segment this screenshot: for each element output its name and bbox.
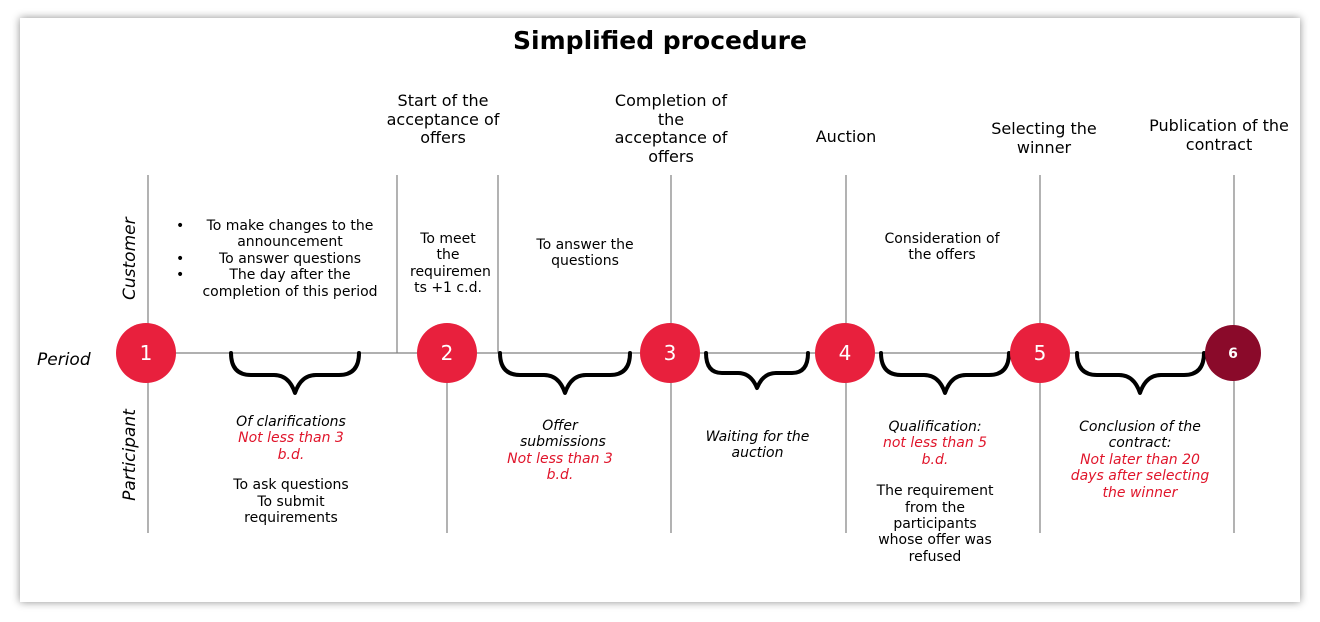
customer-stage3-text: To answer the questions <box>536 237 634 270</box>
milestone-selecting-winner: Selecting the winner <box>991 119 1097 157</box>
timeline-node-label: 6 <box>1228 346 1238 362</box>
participant-stage3: Waiting for the auction <box>695 429 820 462</box>
stage-duration: Not less than 3 b.d. <box>238 430 344 463</box>
stage-name: Of clarifications <box>236 414 346 430</box>
stage-name: Waiting for the auction <box>705 429 810 462</box>
brace-conclusion <box>1075 351 1206 395</box>
timeline-node-1 <box>116 323 176 383</box>
timeline-node-label: 5 <box>1034 341 1047 365</box>
brace-offer-submissions <box>498 351 632 395</box>
stage-actions: The requirement from the participants wh… <box>876 483 994 565</box>
stage-name: Qualification: <box>888 419 982 435</box>
participant-stage2: Offer submissions Not less than 3 b.d. <box>500 418 620 484</box>
milestone-completion-acceptance: Completion of the acceptance of offers <box>614 91 728 167</box>
row-label-participant: Participant <box>120 409 140 501</box>
participant-stage4: Qualification: not less than 5 b.d. The … <box>870 419 1000 565</box>
timeline-node-5 <box>1010 323 1070 383</box>
milestone-auction: Auction <box>815 127 877 146</box>
timeline-node-6 <box>1205 325 1261 381</box>
stage-name: Conclusion of the contract: <box>1079 419 1201 452</box>
customer-stage1-item: To make changes to the announcement <box>176 218 390 251</box>
brace-waiting <box>704 351 810 390</box>
brace-clarifications <box>229 351 361 395</box>
stage-name: Offer submissions <box>520 418 606 451</box>
customer-stage2-text: To meet the requiremen ts +1 c.d. <box>410 231 491 297</box>
timeline-node-label: 4 <box>839 341 852 365</box>
customer-stage1-list: To make changes to the announcement To a… <box>176 218 390 300</box>
milestone-publication: Publication of the contract <box>1149 116 1289 154</box>
row-label-period: Period <box>37 350 91 370</box>
timeline-node-4 <box>815 323 875 383</box>
timeline-node-label: 3 <box>664 341 677 365</box>
timeline-node-2 <box>417 323 477 383</box>
diagram-title: Simplified procedure <box>513 26 807 55</box>
customer-stage1-item: To answer questions <box>176 251 390 268</box>
timeline-node-label: 1 <box>140 341 153 365</box>
timeline-node-3 <box>640 323 700 383</box>
stage-duration: Not less than 3 b.d. <box>507 450 613 484</box>
participant-stage5: Conclusion of the contract: Not later th… <box>1060 419 1220 501</box>
row-label-customer: Customer <box>120 217 140 300</box>
timeline-node-label: 2 <box>441 341 454 365</box>
customer-stage5-text: Consideration of the offers <box>884 231 1000 264</box>
milestone-start-acceptance: Start of the acceptance of offers <box>386 91 500 148</box>
customer-stage1-item: The day after the completion of this per… <box>176 267 390 300</box>
stage-actions: To ask questions To submit requirements <box>233 477 349 526</box>
participant-stage1: Of clarifications Not less than 3 b.d. T… <box>221 414 361 526</box>
diagram-frame <box>20 18 1300 602</box>
brace-qualification <box>879 351 1011 395</box>
stage-duration: not less than 5 b.d. <box>882 435 988 468</box>
stage-duration: Not later than 20 days after selecting t… <box>1070 451 1210 501</box>
